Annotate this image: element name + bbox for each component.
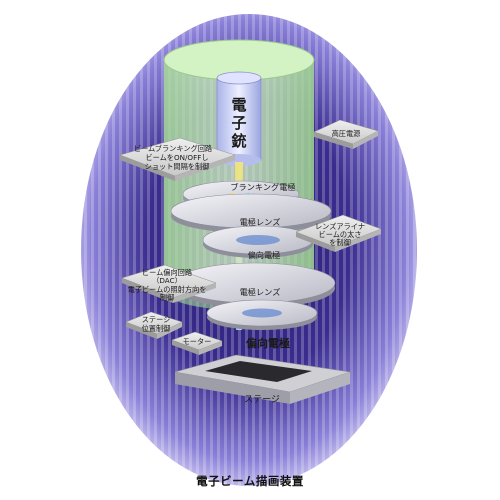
upper-deflector-label: 偏向電極 bbox=[248, 250, 281, 260]
deflection-circuit-line-2: （DAC） bbox=[152, 276, 182, 285]
high-voltage-label: 高圧電源 bbox=[332, 129, 361, 138]
lower-deflector-ring: 偏向電極 bbox=[206, 299, 318, 350]
high-voltage-annotation: 高圧電源 bbox=[313, 119, 379, 149]
lower-lens-label: 電極レンズ bbox=[240, 287, 281, 297]
lower-lens-disc: 電極レンズ bbox=[174, 262, 336, 308]
blanking-circuit-line-2: ビームをON/OFFし bbox=[145, 153, 208, 162]
deflection-circuit-annotation: ビーム偏向回路 （DAC） 電子ビームの照射方向を 制御 bbox=[121, 264, 217, 303]
lens-aligner-line-1: レンズアライナ bbox=[315, 222, 365, 231]
deflection-circuit-line-3: 電子ビームの照射方向を bbox=[128, 285, 207, 294]
stage-label: ステージ bbox=[244, 394, 280, 405]
upper-deflector-ring: 偏向電極 bbox=[202, 225, 314, 260]
blanking-circuit-line-3: ショット間隔を制御 bbox=[145, 162, 210, 171]
blanking-circuit-annotation: ビームブランキング回路 ビームをON/OFFし ショット間隔を制御 bbox=[119, 137, 236, 181]
figure-caption: 電子ビーム描画装置 bbox=[196, 474, 304, 488]
lens-aligner-annotation: レンズアライナ ビームの太さ を制御 bbox=[295, 214, 382, 252]
blanking-circuit-line-1: ビームブランキング回路 bbox=[134, 144, 212, 153]
upper-lens-disc: 電極レンズ bbox=[170, 193, 332, 233]
stage-control-annotation: ステージ 位置制御 bbox=[125, 311, 183, 339]
gun-char-1: 電 bbox=[231, 96, 246, 114]
gun-char-2: 子 bbox=[231, 114, 246, 132]
gun-char-3: 銃 bbox=[231, 132, 246, 150]
motor-annotation: モーター bbox=[171, 331, 223, 355]
deflection-circuit-line-4: 制御 bbox=[160, 293, 174, 302]
deflection-circuit-line-1: ビーム偏向回路 bbox=[142, 268, 192, 277]
blanking-electrode-label: ブランキング電極 bbox=[230, 182, 295, 192]
lower-deflector-label: 偏向電極 bbox=[246, 336, 290, 350]
lens-aligner-line-2: ビームの太さ bbox=[319, 230, 362, 239]
stage-control-line-2: 位置制御 bbox=[142, 324, 171, 333]
lens-aligner-line-3: を制御 bbox=[329, 238, 351, 247]
stage: ステージ bbox=[174, 354, 351, 405]
upper-lens-label: 電極レンズ bbox=[240, 217, 281, 227]
motor-label: モーター bbox=[183, 337, 212, 346]
stage-control-line-1: ステージ bbox=[142, 315, 171, 324]
electron-gun: 電 子 銃 bbox=[216, 71, 262, 166]
